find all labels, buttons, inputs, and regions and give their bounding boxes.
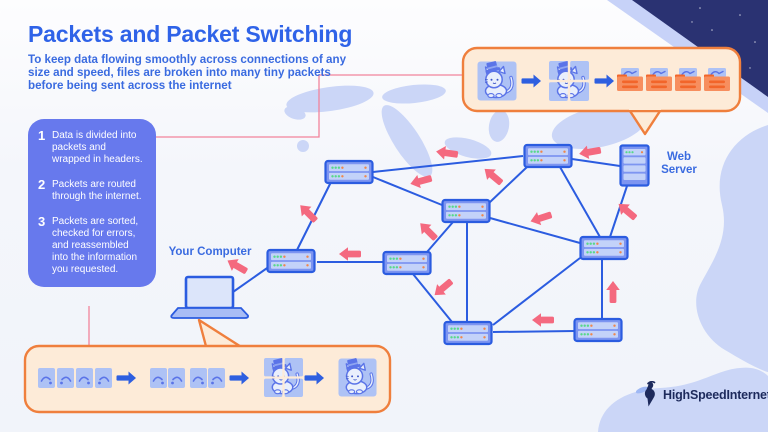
- step-2: 2 Packets are routed through the interne…: [38, 177, 146, 203]
- network-links: [232, 155, 628, 333]
- router-icon: [441, 198, 491, 224]
- router-icon: [324, 159, 374, 185]
- web-server-icon: [619, 144, 650, 187]
- brand-logo: HighSpeedInternet.com: [636, 381, 768, 408]
- cat-image-split: [549, 60, 589, 101]
- step-text: Data is divided into packets and wrapped…: [52, 130, 143, 165]
- router-icon: [266, 248, 316, 274]
- pink-arrow-icon: [339, 247, 361, 261]
- split-into-packets-bubble: [461, 46, 742, 136]
- router-nodes: [266, 143, 629, 346]
- step-text: Packets are routed through the internet.: [52, 179, 142, 202]
- cat-image-split: [264, 357, 303, 397]
- router-icon: [382, 250, 432, 276]
- pink-arrow-icon: [532, 313, 554, 327]
- image-fragment-icon: [207, 367, 226, 389]
- router-icon: [579, 235, 629, 261]
- web-server-label: Web Server: [661, 151, 697, 176]
- step-1: 1 Data is divided into packets and wrapp…: [38, 128, 146, 166]
- step-number: 2: [38, 177, 46, 192]
- map-shape: [284, 84, 768, 432]
- image-fragment-icon: [167, 367, 186, 389]
- page-title: Packets and Packet Switching: [28, 21, 353, 47]
- cat-image: [338, 357, 376, 396]
- step-connector-lines: [88, 74, 463, 347]
- reassembly-bubble: [23, 318, 392, 414]
- pink-arrow-icon: [606, 281, 620, 303]
- hummingbird-logo-icon: [636, 381, 656, 407]
- pink-arrow-icon: [528, 208, 554, 228]
- step-text: Packets are sorted, checked for errors, …: [52, 216, 139, 275]
- steps-box: 1 Data is divided into packets and wrapp…: [28, 119, 156, 287]
- step-3: 3 Packets are sorted, checked for errors…: [38, 214, 146, 276]
- cat-image: [478, 60, 517, 100]
- image-fragment-icon: [149, 367, 168, 389]
- pink-arrow-icon: [480, 163, 506, 189]
- step-number: 1: [38, 128, 46, 143]
- logo-brand-text: HighSpeedInternet: [663, 387, 768, 402]
- router-icon: [443, 320, 493, 346]
- image-fragment-icon: [37, 367, 56, 389]
- pink-arrow-icon: [430, 275, 456, 301]
- image-fragment-icon: [94, 367, 113, 389]
- image-fragment-icon: [189, 367, 208, 389]
- router-icon: [573, 317, 623, 343]
- laptop-icon: [170, 275, 249, 319]
- your-computer-label: Your Computer: [168, 246, 252, 258]
- router-icon: [523, 143, 573, 169]
- image-fragment-icon: [56, 367, 75, 389]
- step-number: 3: [38, 214, 46, 229]
- image-fragment-icon: [75, 367, 94, 389]
- pink-arrow-icon: [295, 200, 321, 226]
- subtitle: To keep data flowing smoothly across con…: [28, 53, 347, 92]
